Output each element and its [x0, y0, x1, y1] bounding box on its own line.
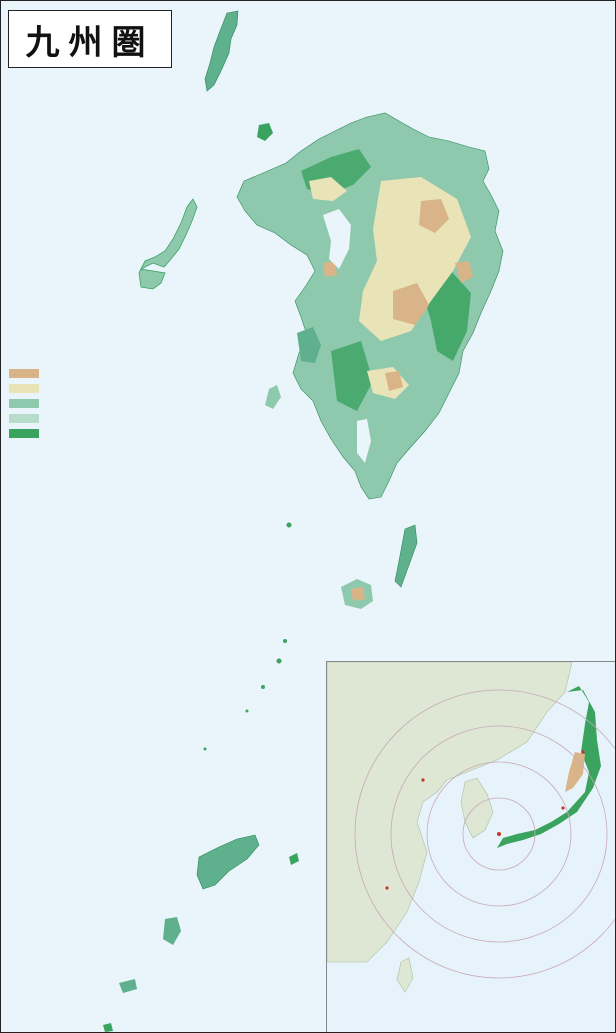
- tokara-island: [245, 709, 249, 713]
- tokara-island: [286, 522, 292, 528]
- legend-row: [9, 427, 42, 440]
- tokara-island: [276, 658, 282, 664]
- goto-islands[interactable]: [138, 198, 198, 290]
- legend-swatch: [9, 399, 39, 408]
- distance-ring: [390, 725, 608, 943]
- kagoshima-bay: [357, 419, 371, 463]
- city-marker: [581, 750, 585, 754]
- distance-ring: [426, 761, 572, 907]
- map-title: 九州圏: [25, 22, 155, 63]
- city-marker: [385, 886, 389, 890]
- legend-row: [9, 412, 42, 425]
- legend-swatch: [9, 414, 39, 423]
- lowland-region: [331, 341, 373, 411]
- mountain-region: [455, 261, 473, 283]
- amami-oshima[interactable]: [196, 834, 260, 890]
- tokara-island: [261, 685, 265, 689]
- amakusa-islands[interactable]: [297, 327, 321, 363]
- city-marker: [421, 778, 425, 782]
- legend-row: [9, 367, 42, 380]
- distance-ring: [462, 797, 536, 871]
- korean-peninsula: [460, 777, 494, 839]
- mountain-region: [419, 199, 449, 233]
- okinoerabu[interactable]: [119, 979, 137, 993]
- yoron-island[interactable]: [103, 1023, 113, 1032]
- elevation-legend: [9, 367, 42, 442]
- ariake-bay: [323, 209, 351, 269]
- mountain-region: [323, 261, 337, 277]
- taiwan: [396, 957, 414, 993]
- plateau-region: [309, 177, 347, 201]
- tanegashima-island[interactable]: [394, 524, 418, 588]
- japan-mountains: [565, 752, 585, 792]
- mountain-region: [393, 283, 429, 325]
- inset-svg: [327, 662, 615, 993]
- kikaijima[interactable]: [289, 853, 299, 865]
- legend-swatch: [9, 429, 39, 438]
- tokunoshima[interactable]: [163, 917, 181, 945]
- japan-archipelago: [497, 686, 601, 848]
- distance-ring: [354, 689, 615, 979]
- city-marker: [497, 832, 501, 836]
- tokara-island: [283, 639, 287, 643]
- mountain-region: [385, 371, 403, 391]
- legend-swatch: [9, 369, 39, 378]
- mountain-region: [351, 587, 365, 601]
- legend-row: [9, 397, 42, 410]
- legend-row: [9, 382, 42, 395]
- tsushima-island[interactable]: [204, 10, 239, 92]
- east-asia-inset-map: [326, 661, 615, 1032]
- iki-island[interactable]: [257, 123, 273, 141]
- asia-continent: [327, 662, 573, 963]
- koshiki-islands[interactable]: [265, 385, 281, 409]
- legend-swatch: [9, 384, 39, 393]
- tokara-island: [203, 747, 207, 751]
- map-title-box: 九州圏: [8, 10, 172, 68]
- city-marker: [561, 806, 565, 810]
